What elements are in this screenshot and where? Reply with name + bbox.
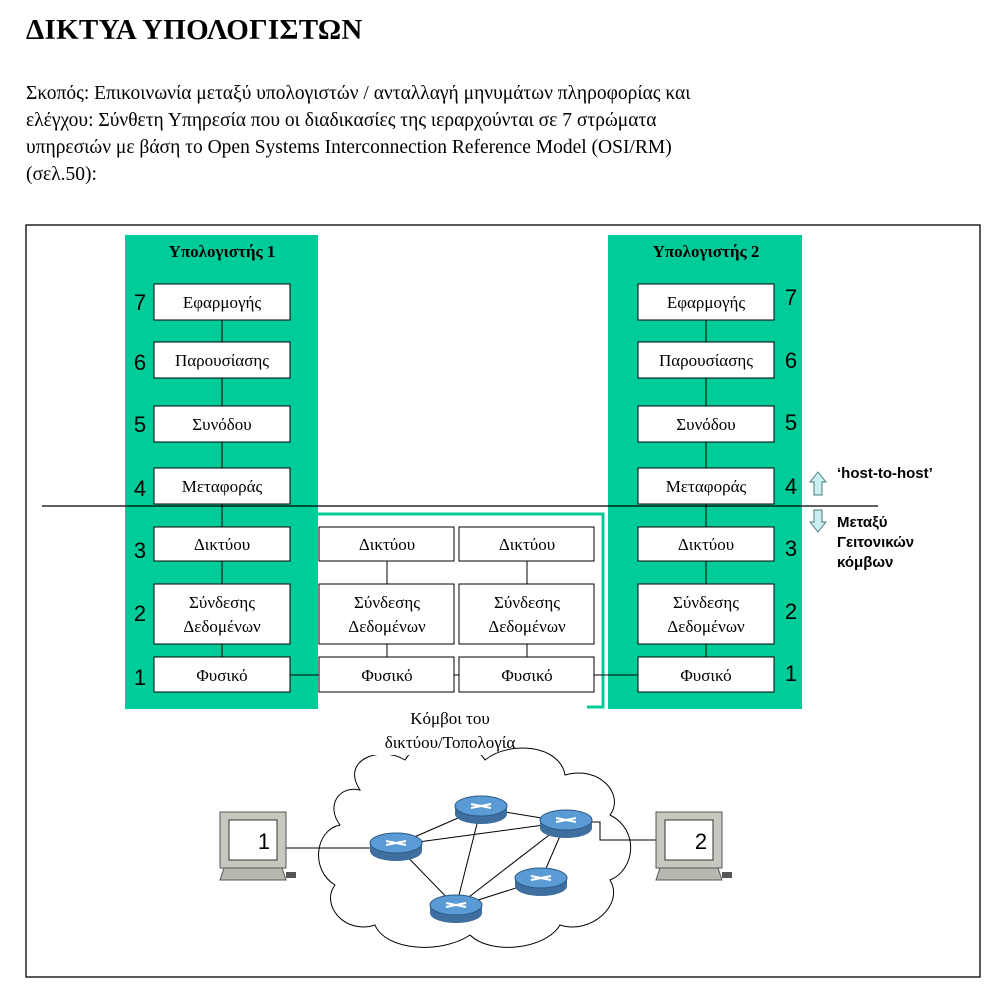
node-b-physical: Φυσικό: [458, 656, 595, 693]
pc2-label: 2: [695, 829, 707, 854]
computer1-layers: Εφαρμογής 7 Παρουσίασης 6 Συνόδου 5 Μεταφορ…: [134, 283, 291, 693]
svg-text:5: 5: [134, 412, 146, 437]
svg-text:Φυσικό: Φυσικό: [680, 666, 731, 685]
c2-layer-3: Δικτύου 3: [637, 526, 797, 562]
svg-text:Φυσικό: Φυσικό: [196, 666, 247, 685]
c2-layer-7: Εφαρμογής 7: [637, 283, 797, 321]
svg-text:Εφαρμογής: Εφαρμογής: [183, 293, 262, 312]
up-arrow-icon: [808, 471, 828, 496]
c2-layer-6: Παρουσίασης 6: [637, 341, 797, 379]
computer1-header: Υπολογιστής 1: [169, 242, 276, 261]
svg-text:6: 6: [134, 350, 146, 375]
computer-icon-2: 2: [655, 811, 732, 881]
diagram-frame: [25, 224, 981, 978]
svg-text:Συνόδου: Συνόδου: [192, 415, 251, 434]
svg-text:7: 7: [134, 290, 146, 315]
svg-text:1: 1: [785, 661, 797, 686]
host-to-host-label: ‘host-to-host’: [837, 465, 933, 482]
svg-text:4: 4: [134, 476, 146, 501]
node-a-physical: Φυσικό: [318, 656, 455, 693]
svg-text:Δικτύου: Δικτύου: [499, 535, 555, 554]
cloud-caption-bg: [360, 705, 490, 755]
computer2-header: Υπολογιστής 2: [653, 242, 760, 261]
router-icon-3: [539, 809, 593, 838]
c1-layer-7: Εφαρμογής 7: [134, 283, 291, 321]
svg-text:3: 3: [134, 538, 146, 563]
c1-layer-5: Συνόδου 5: [134, 405, 291, 443]
svg-text:Παρουσίασης: Παρουσίασης: [175, 351, 269, 370]
page-title: ΔΙΚΤΥΑ ΥΠΟΛΟΓΙΣΤΩΝ: [26, 14, 363, 46]
svg-text:Μεταφοράς: Μεταφοράς: [182, 477, 263, 496]
svg-text:7: 7: [785, 285, 797, 310]
c1-layer-3: Δικτύου 3: [134, 526, 291, 563]
svg-text:Δικτύου: Δικτύου: [359, 535, 415, 554]
svg-text:Παρουσίασης: Παρουσίασης: [659, 351, 753, 370]
svg-text:4: 4: [785, 474, 797, 499]
c2-layer-5: Συνόδου 5: [637, 405, 797, 443]
svg-text:Φυσικό: Φυσικό: [501, 666, 552, 685]
svg-text:Φυσικό: Φυσικό: [361, 666, 412, 685]
intro-paragraph: Σκοπός: Επικοινωνία μεταξύ υπολογιστών /…: [26, 83, 691, 185]
svg-text:Δικτύου: Δικτύου: [194, 535, 250, 554]
svg-text:5: 5: [785, 410, 797, 435]
svg-text:3: 3: [785, 536, 797, 561]
router-icon-4: [514, 867, 568, 896]
c2-layer-4: Μεταφοράς 4: [637, 467, 797, 505]
pc1-label: 1: [258, 829, 270, 854]
svg-text:1: 1: [134, 665, 146, 690]
svg-text:6: 6: [785, 348, 797, 373]
node-a-network: Δικτύου: [318, 526, 455, 562]
svg-text:Εφαρμογής: Εφαρμογής: [667, 293, 746, 312]
node-b-network: Δικτύου: [458, 526, 595, 562]
router-icon-2: [454, 795, 508, 824]
c2-layer-1: Φυσικό 1: [637, 656, 797, 693]
c1-layer-1: Φυσικό 1: [134, 656, 291, 693]
computer2-layers: Εφαρμογής 7 Παρουσίασης 6 Συνόδου 5 Μεταφορ…: [637, 283, 797, 693]
c1-layer-4: Μεταφοράς 4: [134, 467, 291, 505]
c1-layer-6: Παρουσίασης 6: [134, 341, 291, 379]
down-arrow-icon: [808, 509, 828, 533]
svg-text:2: 2: [134, 601, 146, 626]
intermediate-nodes-bracket: [318, 512, 605, 709]
svg-text:Συνόδου: Συνόδου: [676, 415, 735, 434]
router-icon-5: [429, 894, 483, 923]
svg-text:Μεταφοράς: Μεταφοράς: [666, 477, 747, 496]
router-icon-1: [369, 832, 423, 861]
svg-text:2: 2: [785, 599, 797, 624]
computer-icon-1: 1: [219, 811, 296, 881]
svg-text:Δικτύου: Δικτύου: [678, 535, 734, 554]
